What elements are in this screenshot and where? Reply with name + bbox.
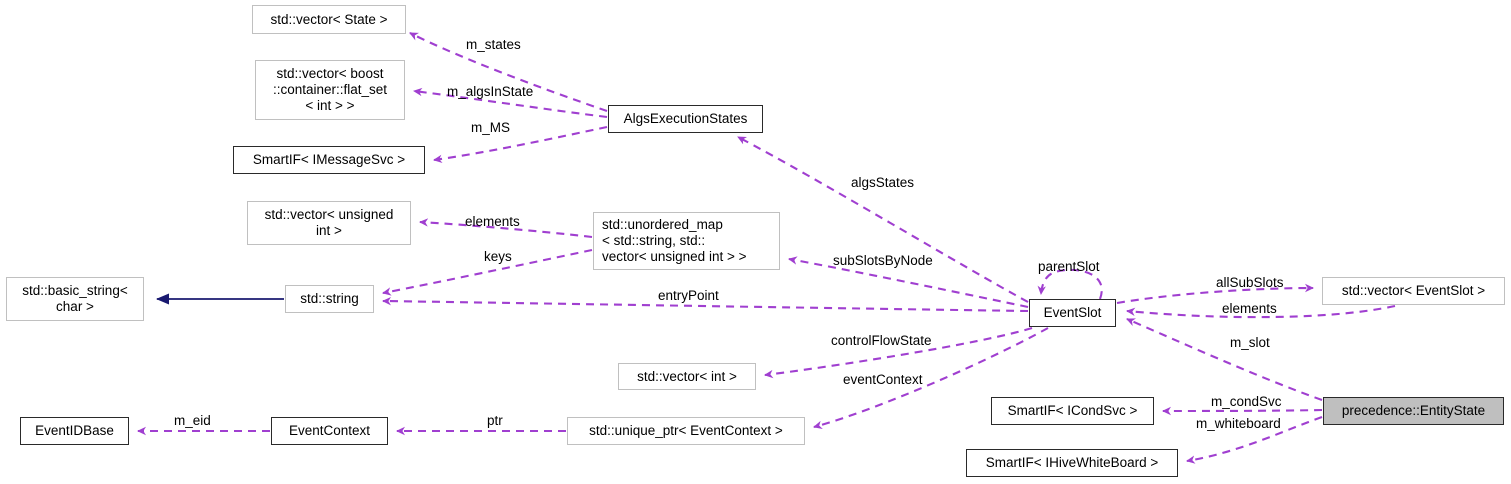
edge-algsStates xyxy=(737,136,1029,303)
edge-m_slot xyxy=(1126,318,1323,401)
edge-label-m_states: m_states xyxy=(466,37,521,52)
edge-label-ptr: ptr xyxy=(487,413,503,428)
edge-label-allSubSlots: allSubSlots xyxy=(1216,275,1284,290)
edge-label-subSlotsByNode: subSlotsByNode xyxy=(833,253,933,268)
edge-label-m_MS: m_MS xyxy=(471,120,511,135)
node-std-vector-unsigned-int[interactable]: std::vector< unsigned int > xyxy=(247,201,411,245)
edge-label-m_algsInState: m_algsInState xyxy=(447,84,534,99)
node-eventcontext[interactable]: EventContext xyxy=(271,417,388,445)
node-eventslot[interactable]: EventSlot xyxy=(1029,299,1116,327)
node-smartif-ihivewhiteboard[interactable]: SmartIF< IHiveWhiteBoard > xyxy=(966,449,1178,477)
edge-label-m_eid: m_eid xyxy=(174,413,211,428)
edge-label-m_condSvc: m_condSvc xyxy=(1211,394,1282,409)
node-std-unordered-map[interactable]: std::unordered_map < std::string, std:: … xyxy=(593,212,780,270)
node-std-vector-boost-flat-set[interactable]: std::vector< boost ::container::flat_set… xyxy=(255,60,405,120)
node-algsexecutionstates[interactable]: AlgsExecutionStates xyxy=(608,105,763,133)
node-std-unique-ptr-eventcontext[interactable]: std::unique_ptr< EventContext > xyxy=(567,417,805,445)
edge-label-controlFlowState: controlFlowState xyxy=(831,333,932,348)
node-std-vector-eventslot[interactable]: std::vector< EventSlot > xyxy=(1322,277,1505,305)
edge-label-eventContext: eventContext xyxy=(843,372,923,387)
edge-label-elements-map: elements xyxy=(465,214,520,229)
edge-label-m_slot: m_slot xyxy=(1230,335,1270,350)
node-std-vector-int[interactable]: std::vector< int > xyxy=(618,363,756,390)
edge-m_condSvc xyxy=(1162,406,1323,416)
edge-m_MS xyxy=(433,125,608,164)
node-std-basic-string[interactable]: std::basic_string< char > xyxy=(6,277,144,321)
node-std-string[interactable]: std::string xyxy=(285,285,374,313)
edge-label-algsStates: algsStates xyxy=(851,175,915,190)
edge-label-parentSlot: parentSlot xyxy=(1038,259,1100,274)
node-smartif-imessagesvc[interactable]: SmartIF< IMessageSvc > xyxy=(233,146,425,174)
node-std-vector-state[interactable]: std::vector< State > xyxy=(252,5,406,34)
edge-label-m_whiteboard: m_whiteboard xyxy=(1196,416,1281,431)
edge-parentSlot xyxy=(1037,268,1103,300)
edge-label-elements-eventslot: elements xyxy=(1222,301,1277,316)
edge-label-entryPoint: entryPoint xyxy=(658,288,719,303)
node-eventidbase[interactable]: EventIDBase xyxy=(20,417,129,445)
node-precedence-entitystate[interactable]: precedence::EntityState xyxy=(1323,397,1504,425)
node-smartif-icondsvc[interactable]: SmartIF< ICondSvc > xyxy=(991,397,1154,425)
edge-allSubSlots xyxy=(1116,283,1314,305)
edge-label-keys: keys xyxy=(484,249,512,264)
